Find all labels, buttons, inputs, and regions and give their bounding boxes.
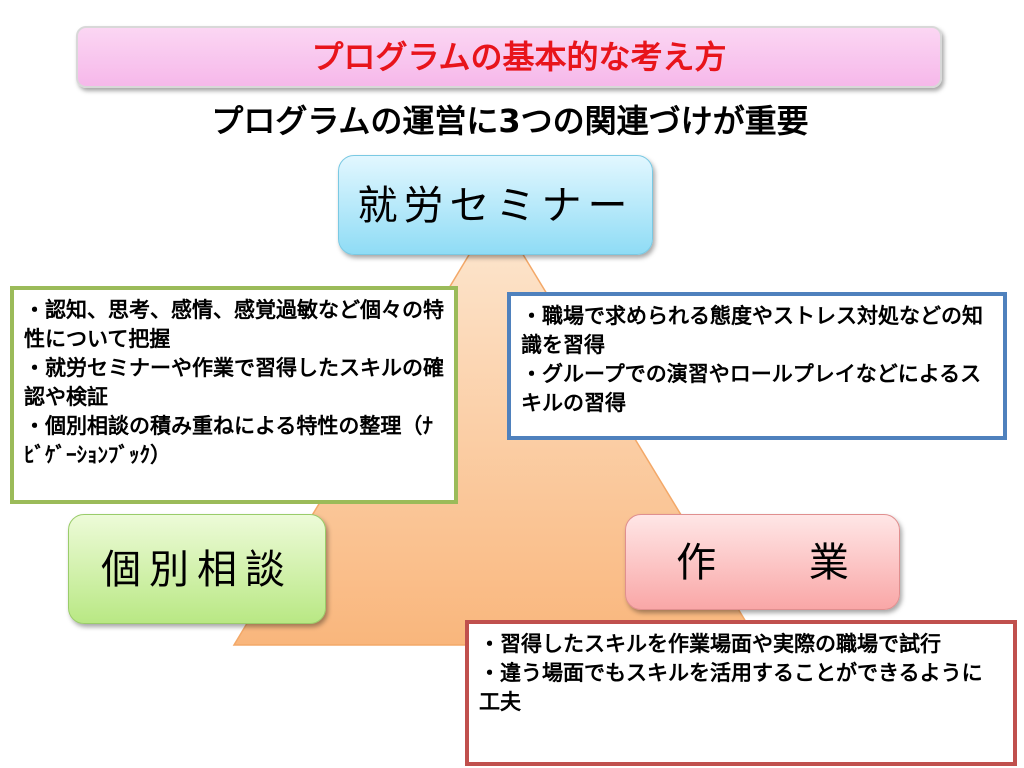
counseling-point-1: ・認知、思考、感情、感覚過敏など個々の特性について把握 xyxy=(24,298,444,351)
counseling-point-2: ・就労セミナーや作業で習得したスキルの確認や検証 xyxy=(24,356,444,409)
work-point-2: ・違う場面でもスキルを活用することができるように工夫 xyxy=(479,661,983,714)
work-point-1: ・習得したスキルを作業場面や実際の職場で試行 xyxy=(479,632,941,656)
slide-title: プログラムの基本的な考え方 xyxy=(311,38,727,76)
counseling-description-box: ・認知、思考、感情、感覚過敏など個々の特性について把握 ・就労セミナーや作業で習… xyxy=(10,286,458,504)
node-individual-counseling: 個別相談 xyxy=(68,514,326,624)
seminar-point-2: ・グループでの演習やロールプレイなどによるスキルの習得 xyxy=(521,362,982,415)
node-work: 作 業 xyxy=(625,514,900,610)
counseling-point-3: ・個別相談の積み重ねによる特性の整理（ﾅﾋﾞｹﾞｰｼｮﾝﾌﾞｯｸ） xyxy=(24,414,433,467)
slide-subtitle: プログラムの運営に3つの関連づけが重要 xyxy=(211,102,809,140)
seminar-point-1: ・職場で求められる態度やストレス対処などの知識を習得 xyxy=(521,304,983,357)
title-banner xyxy=(76,26,942,88)
seminar-description-box: ・職場で求められる態度やストレス対処などの知識を習得 ・グループでの演習やロール… xyxy=(507,292,1007,440)
node-job-seminar: 就労セミナー xyxy=(338,155,653,255)
work-description-box: ・習得したスキルを作業場面や実際の職場で試行 ・違う場面でもスキルを活用すること… xyxy=(465,620,1017,766)
